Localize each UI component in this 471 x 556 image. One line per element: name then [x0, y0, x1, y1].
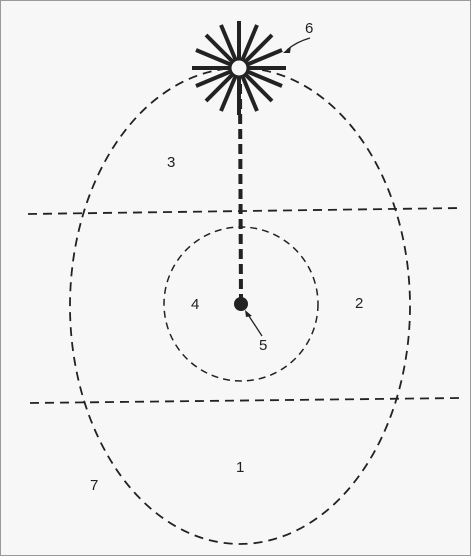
label-7: 7 [90, 477, 98, 494]
vertical-connector [240, 84, 241, 302]
label-4: 4 [191, 296, 199, 313]
label-5: 5 [259, 337, 267, 354]
label-1: 1 [236, 459, 244, 476]
center-point [234, 297, 248, 311]
label-6: 6 [305, 20, 313, 37]
arrowhead-5 [245, 310, 252, 317]
label-3: 3 [167, 154, 175, 171]
starburst-icon [192, 21, 286, 115]
label-2: 2 [355, 295, 363, 312]
